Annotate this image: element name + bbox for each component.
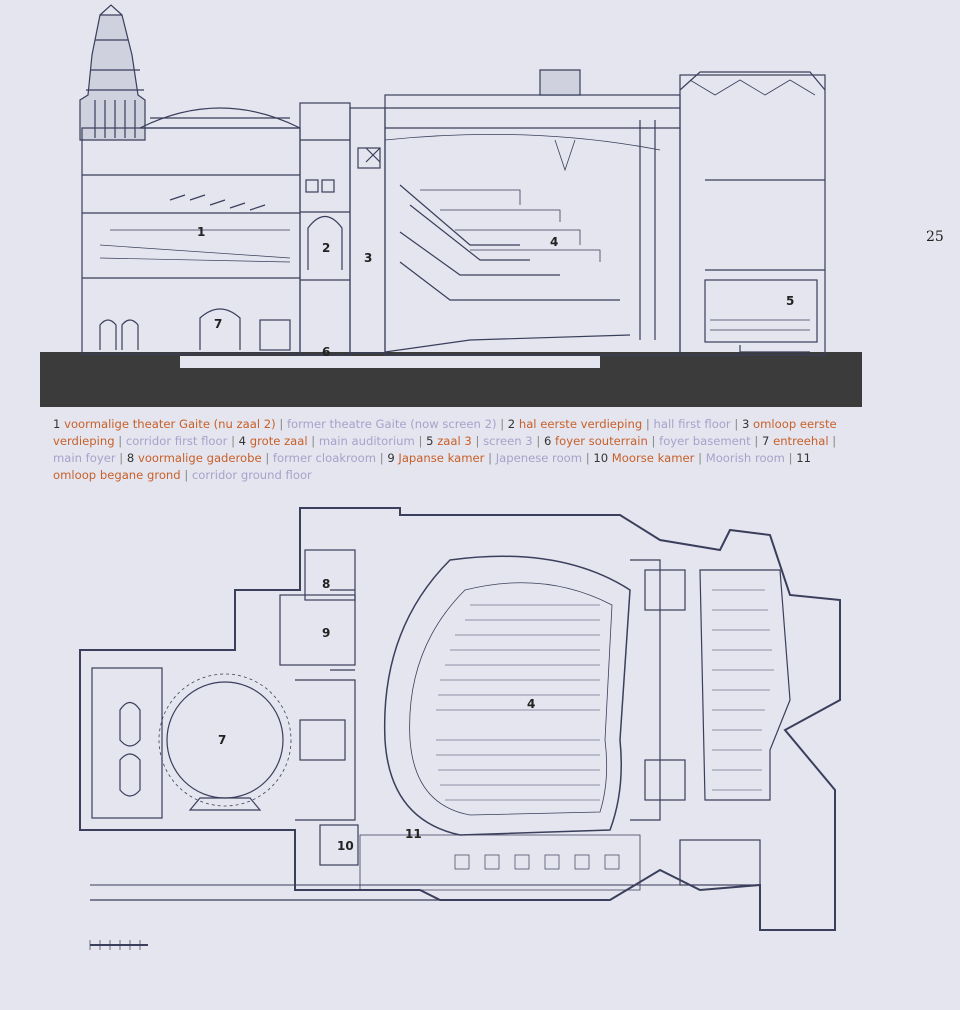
- section-label-3: 3: [364, 251, 372, 265]
- plan-label-9: 9: [322, 626, 330, 640]
- legend-number: 9: [387, 451, 395, 465]
- legend-entry: 8 voormalige gaderobe | former cloakroom: [127, 451, 376, 465]
- legend-number: 8: [126, 451, 135, 465]
- legend-number: 3: [741, 417, 750, 431]
- legend-english-label: Moorish room: [705, 451, 785, 465]
- legend-dutch-label: voormalige gaderobe: [137, 451, 262, 465]
- legend-separator: |: [788, 451, 793, 465]
- section-label-6: 6: [322, 345, 330, 359]
- legend-number: 4: [238, 434, 247, 448]
- legend-entry: 7 entreehal | main foyer: [53, 434, 836, 465]
- legend-separator: |: [265, 451, 270, 465]
- auditorium-horseshoe: [383, 555, 631, 836]
- legend-dutch-label: foyer souterrain: [555, 434, 648, 448]
- legend-english-label: corridor first floor: [125, 434, 228, 448]
- legend-dutch-label: omloop begane grond: [53, 468, 181, 482]
- legend-entry: 11 omloop begane grond | corridor ground…: [53, 451, 811, 482]
- legend-number: 10: [593, 451, 609, 465]
- section-label-2: 2: [322, 241, 330, 255]
- legend-separator: |: [536, 434, 541, 448]
- legend-separator: |: [754, 434, 759, 448]
- legend-separator: |: [734, 417, 739, 431]
- legend-number: 1: [53, 417, 61, 431]
- legend-english-label: former cloakroom: [272, 451, 377, 465]
- legend-english-label: main foyer: [53, 451, 116, 465]
- legend-dutch-label: Moorse kamer: [611, 451, 695, 465]
- legend-separator: |: [184, 468, 189, 482]
- plan-label-4: 4: [527, 697, 535, 711]
- legend-entry: 2 hal eerste verdieping | hall first flo…: [508, 417, 731, 431]
- legend-separator: |: [379, 451, 384, 465]
- legend-english-label: screen 3: [483, 434, 533, 448]
- legend-number: 6: [543, 434, 552, 448]
- legend-dutch-label: grote zaal: [249, 434, 308, 448]
- longitudinal-section-drawing: 1 2 3 4 5 6 7: [40, 4, 862, 407]
- plan-label-8: 8: [322, 577, 330, 591]
- legend-caption: 1 voormalige theater Gaite (nu zaal 2) |…: [53, 416, 843, 484]
- section-label-5: 5: [786, 294, 794, 308]
- legend-separator: |: [118, 434, 123, 448]
- legend-separator: |: [585, 451, 590, 465]
- section-label-7: 7: [214, 317, 222, 331]
- legend-english-label: main auditorium: [318, 434, 415, 448]
- section-label-1: 1: [197, 225, 205, 239]
- legend-entry: 4 grote zaal | main auditorium: [239, 434, 415, 448]
- legend-entry: 3 omloop eerste verdieping | corridor fi…: [53, 417, 837, 448]
- ground-floor-plan-drawing: 4 7 8 9 10 11: [79, 507, 841, 950]
- legend-english-label: Japenese room: [495, 451, 583, 465]
- legend-separator: |: [645, 417, 650, 431]
- plan-label-11: 11: [405, 827, 422, 841]
- legend-separator: |: [119, 451, 124, 465]
- legend-number: 2: [507, 417, 516, 431]
- legend-entry: 9 Japanse kamer | Japenese room: [387, 451, 582, 465]
- legend-separator: |: [651, 434, 656, 448]
- legend-entry: 6 foyer souterrain | foyer basement: [544, 434, 751, 448]
- legend-dutch-label: Japanse kamer: [398, 451, 485, 465]
- legend-entry: 5 zaal 3 | screen 3: [426, 434, 533, 448]
- legend-dutch-label: hal eerste verdieping: [518, 417, 643, 431]
- tower: [79, 4, 146, 141]
- legend-separator: |: [418, 434, 423, 448]
- plan-outer-wall: [79, 507, 841, 931]
- legend-separator: |: [698, 451, 703, 465]
- legend-separator: |: [475, 434, 480, 448]
- legend-separator: |: [279, 417, 284, 431]
- legend-english-label: former theatre Gaite (now screen 2): [286, 417, 497, 431]
- main-auditorium-outline: [384, 94, 681, 356]
- legend-separator: |: [500, 417, 505, 431]
- legend-separator: |: [231, 434, 235, 448]
- section-label-4: 4: [550, 235, 558, 249]
- legend-separator: |: [311, 434, 316, 448]
- legend-english-label: corridor ground floor: [191, 468, 312, 482]
- legend-dutch-label: entreehal: [773, 434, 829, 448]
- legend-number: 11: [796, 451, 811, 465]
- legend-separator: |: [488, 451, 493, 465]
- legend-number: 5: [426, 434, 434, 448]
- page-number: 25: [926, 229, 944, 245]
- plan-label-7: 7: [218, 733, 226, 747]
- legend-entry: 1 voormalige theater Gaite (nu zaal 2) |…: [53, 417, 497, 431]
- legend-english-label: hall first floor: [653, 417, 731, 431]
- legend-entry: 10 Moorse kamer | Moorish room: [593, 451, 785, 465]
- legend-dutch-label: zaal 3: [437, 434, 472, 448]
- plan-label-10: 10: [337, 839, 354, 853]
- legend-separator: |: [832, 434, 837, 448]
- legend-english-label: foyer basement: [659, 434, 751, 448]
- legend-dutch-label: omloop eerste verdieping: [53, 417, 837, 448]
- legend-number: 7: [761, 434, 770, 448]
- legend-dutch-label: voormalige theater Gaite (nu zaal 2): [64, 417, 276, 431]
